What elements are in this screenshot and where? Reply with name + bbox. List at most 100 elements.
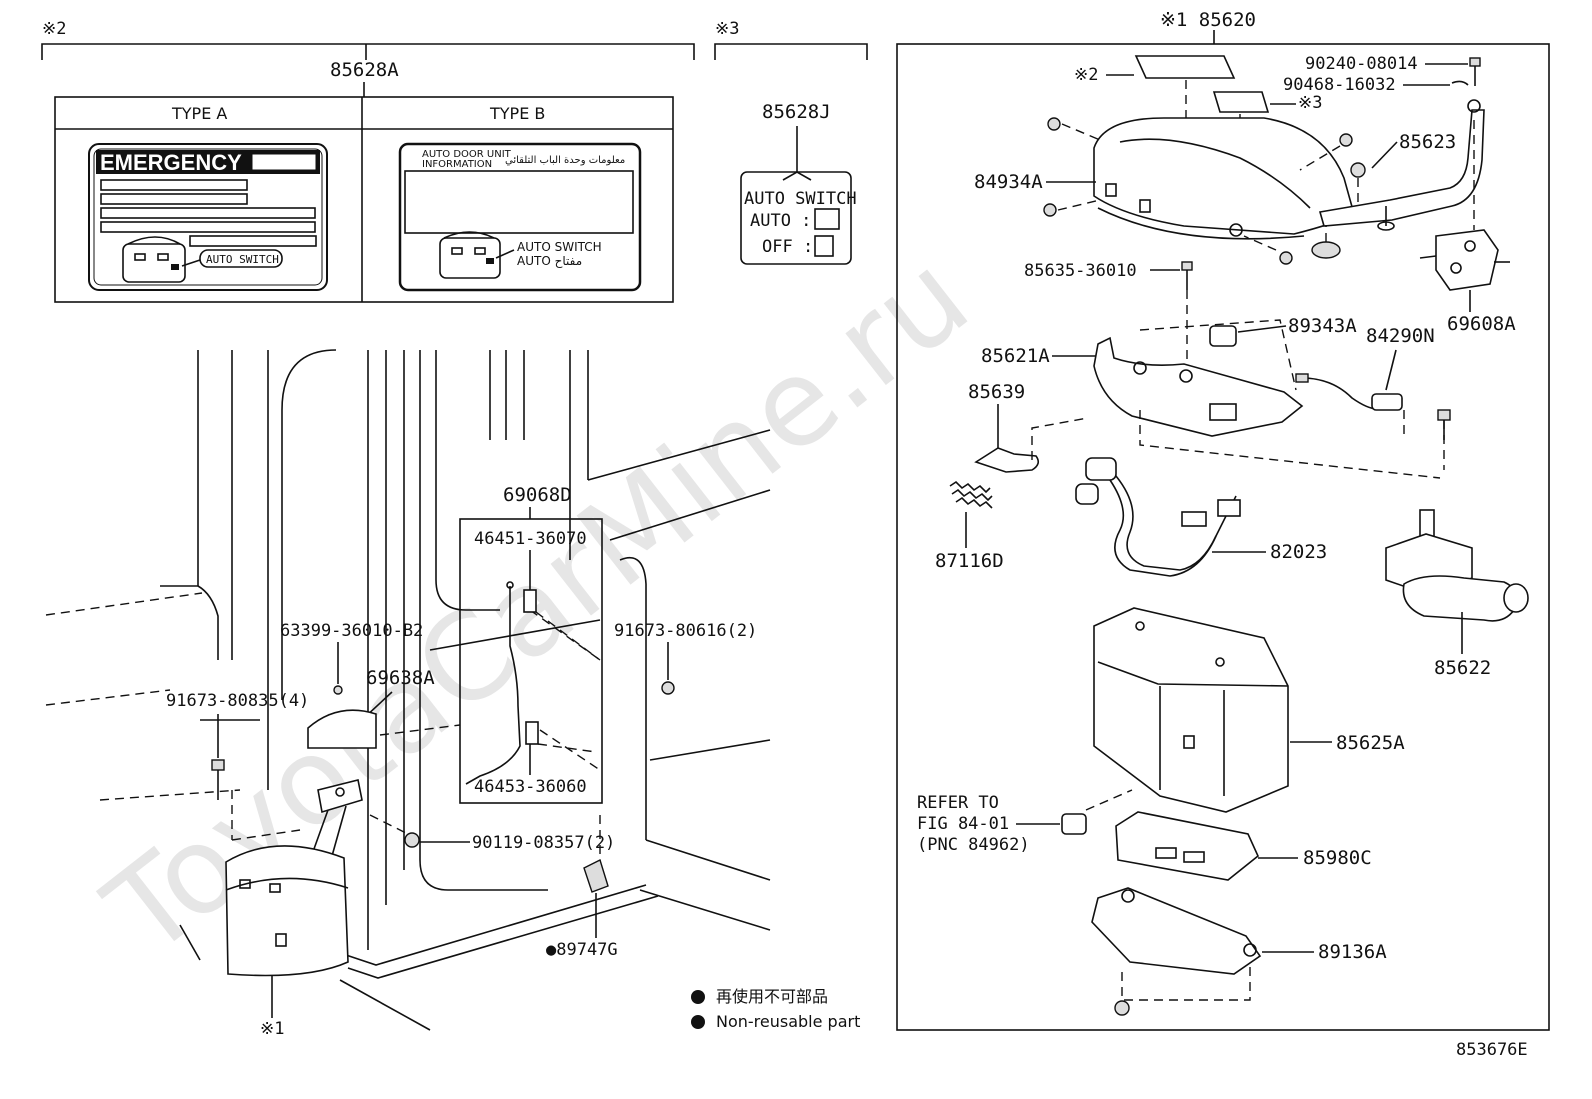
bracket-89136A xyxy=(1091,887,1262,975)
part-90119[interactable]: 90119-08357(2) xyxy=(472,833,615,853)
motor-85622 xyxy=(1385,509,1529,622)
part-85980C[interactable]: 85980C xyxy=(1303,847,1372,869)
part-85621A[interactable]: 85621A xyxy=(981,345,1050,367)
cover-84934A xyxy=(1093,117,1355,240)
type-a-header: TYPE A xyxy=(171,104,227,123)
ref3-mark: ※3 xyxy=(715,19,739,39)
part-46453[interactable]: 46453-36060 xyxy=(474,777,587,797)
typeb-auto: AUTO مفتاح xyxy=(517,254,582,268)
bracket-ref2: ※2 xyxy=(41,19,695,60)
part-63399[interactable]: 63399-36010-B2 xyxy=(280,621,423,641)
lever-85639 xyxy=(974,447,1040,473)
nut-cover-1 xyxy=(1047,117,1061,131)
vehicle-body-sketch xyxy=(160,349,771,1031)
part-89747G[interactable]: ●89747G xyxy=(546,940,618,960)
part-87116D[interactable]: 87116D xyxy=(935,550,1004,572)
part-69638A[interactable]: 69638A xyxy=(366,667,435,689)
bracket-ref3: ※3 xyxy=(714,19,868,60)
part-69068D[interactable]: 69068D xyxy=(503,484,572,506)
bolt-motor xyxy=(1437,409,1451,440)
cable-clip-upper xyxy=(523,589,537,613)
refer-line1: REFER TO xyxy=(917,793,999,813)
bolt-91673-835 xyxy=(211,759,225,800)
nut-cover-3 xyxy=(1279,251,1293,265)
arm-85623 xyxy=(1318,99,1485,231)
typeb-auto-switch: AUTO SWITCH xyxy=(517,240,602,254)
ecu-85980C xyxy=(1115,811,1259,881)
part-91673-835[interactable]: 91673-80835(4) xyxy=(166,691,309,711)
hinge-69608A xyxy=(1419,229,1510,291)
part-82023[interactable]: 82023 xyxy=(1270,541,1327,563)
part-46451[interactable]: 46451-36070 xyxy=(474,529,587,549)
case-85625A xyxy=(1093,607,1289,813)
bolt-90119 xyxy=(404,832,420,848)
typeb-header-en1: AUTO DOOR UNIT xyxy=(422,149,512,160)
j-auto-switch: AUTO SWITCH xyxy=(744,189,857,209)
release-cable xyxy=(465,586,521,785)
ref1-bottom: ※1 xyxy=(260,1019,284,1039)
part-91673-616[interactable]: 91673-80616(2) xyxy=(614,621,757,641)
screw-85635 xyxy=(1181,261,1193,290)
part-85628J[interactable]: 85628J xyxy=(762,101,831,123)
legend-jp: 再使用不可部品 xyxy=(716,987,828,1006)
control-unit-left xyxy=(225,845,349,1018)
part-85622[interactable]: 85622 xyxy=(1434,657,1491,679)
part-85628A[interactable]: 85628A xyxy=(330,59,399,81)
nut-cover-2 xyxy=(1043,203,1057,217)
base-plate-85621A xyxy=(1093,319,1304,437)
bolt-90240 xyxy=(1469,57,1481,86)
figure-id: 853676E xyxy=(1456,1040,1528,1060)
part-90468[interactable]: 90468-16032 xyxy=(1283,75,1396,95)
part-90240[interactable]: 90240-08014 xyxy=(1305,54,1418,74)
ref3-right: ※3 xyxy=(1298,93,1322,113)
part-85639[interactable]: 85639 xyxy=(968,381,1025,403)
j-auto: AUTO : xyxy=(750,211,811,231)
spring-87116D xyxy=(949,480,993,509)
grommet-85623 xyxy=(1311,241,1341,259)
sticker-ref2 xyxy=(1134,55,1236,79)
nut-cover-4 xyxy=(1339,133,1353,147)
j-off: OFF : xyxy=(762,237,813,257)
auto-switch-tag: AUTO SWITCH xyxy=(206,253,279,266)
part-84934A[interactable]: 84934A xyxy=(974,171,1043,193)
part-84290N[interactable]: 84290N xyxy=(1366,325,1435,347)
nut-85623 xyxy=(1350,162,1366,178)
sticker-ref3 xyxy=(1212,91,1270,113)
harness-82023 xyxy=(1075,457,1241,577)
cover-69638A xyxy=(307,709,377,749)
refer-line3: (PNC 84962) xyxy=(917,835,1030,855)
clip-63399 xyxy=(333,685,343,695)
switch-84290N xyxy=(1295,373,1403,411)
cable-clip-lower xyxy=(525,721,539,745)
legend: 再使用不可部品 Non-reusable part xyxy=(691,987,860,1031)
grommet-89747G xyxy=(583,859,609,893)
part-69608A[interactable]: 69608A xyxy=(1447,313,1516,335)
ref2-right: ※2 xyxy=(1074,65,1098,85)
box-69068D: 46451-36070 46453-36060 xyxy=(459,518,603,804)
clip-90468 xyxy=(1451,80,1469,86)
ref1-top[interactable]: ※1 85620 xyxy=(1160,9,1256,31)
switch-84962 xyxy=(1061,813,1087,835)
label-85628J: AUTO SWITCH AUTO : OFF : xyxy=(740,171,857,265)
part-85625A[interactable]: 85625A xyxy=(1336,732,1405,754)
typeb-header-en2: INFORMATION xyxy=(422,159,492,170)
part-85623[interactable]: 85623 xyxy=(1399,131,1456,153)
type-b-sticker: AUTO DOOR UNIT INFORMATION معلومات وحدة … xyxy=(398,142,642,292)
type-a-sticker: EMERGENCY AUTO SWITCH xyxy=(88,143,328,291)
label-panel-85628A: TYPE A TYPE B EMERGENCY AUTO SWITCH xyxy=(54,96,674,303)
refer-line2[interactable]: FIG 84-01 xyxy=(917,814,1009,834)
part-85635[interactable]: 85635-36010 xyxy=(1024,261,1137,281)
watermark: ToyotaCarMine.ru xyxy=(81,228,993,984)
part-89136A[interactable]: 89136A xyxy=(1318,941,1387,963)
assembly-85620-frame xyxy=(896,43,1550,1031)
type-b-header: TYPE B xyxy=(489,104,545,123)
ref2-mark: ※2 xyxy=(42,19,66,39)
legend-en: Non-reusable part xyxy=(716,1012,860,1031)
part-89343A[interactable]: 89343A xyxy=(1288,315,1357,337)
sensor-89343A xyxy=(1209,325,1237,347)
unit-icon xyxy=(122,236,186,283)
nut-89136A xyxy=(1114,1000,1130,1016)
nut-91673-616 xyxy=(661,681,675,695)
typeb-header-ar: معلومات وحدة الباب التلقائي xyxy=(505,155,625,166)
